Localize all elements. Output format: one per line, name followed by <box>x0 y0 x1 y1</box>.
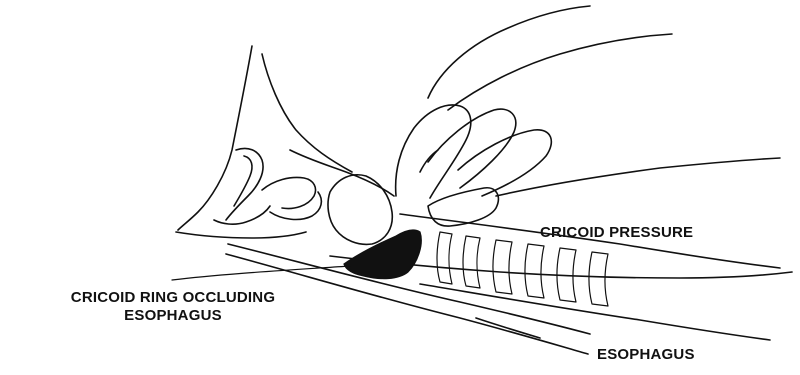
epiglottis <box>262 178 316 209</box>
cricoid-ring-leader-line <box>172 266 350 280</box>
mouth-floor <box>214 206 270 224</box>
cricoid-pressure-label: CRICOID PRESSURE <box>540 224 693 242</box>
tracheal-ring <box>589 252 608 306</box>
upper-airway-curve <box>290 150 394 196</box>
finger-ring <box>458 130 551 196</box>
cricoid-ring-label-line1: CRICOID RING OCCLUDING <box>22 289 324 307</box>
tracheal-ring <box>437 232 452 284</box>
cricoid-ring-shape <box>344 230 421 279</box>
finger-index <box>396 105 471 198</box>
tongue-inner <box>234 156 252 206</box>
face-inner-contour <box>262 54 352 172</box>
esophagus-label: ESOPHAGUS <box>597 346 695 364</box>
finger-middle <box>428 109 516 188</box>
hand-back-contour <box>448 34 672 110</box>
thyroid-cartilage <box>328 175 392 245</box>
tracheal-ring <box>493 240 512 294</box>
esophagus-tail-line <box>476 318 540 338</box>
jaw-line <box>176 232 306 238</box>
tracheal-ring <box>463 236 480 288</box>
tracheal-rings <box>437 232 608 306</box>
cricoid-ring-label-line2: ESOPHAGUS <box>22 307 324 325</box>
trachea-lower-wall <box>420 284 770 340</box>
tracheal-ring <box>525 244 544 298</box>
tongue-outline <box>226 148 263 220</box>
cricoid-ring-label: CRICOID RING OCCLUDING ESOPHAGUS <box>22 289 324 325</box>
